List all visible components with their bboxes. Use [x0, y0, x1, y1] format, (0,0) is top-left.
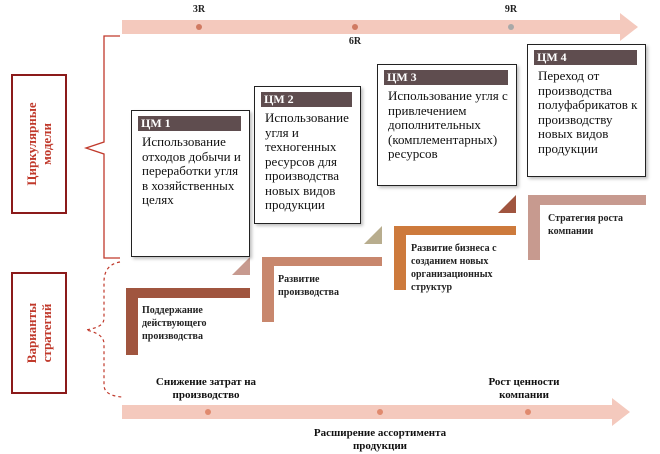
cm-2-box: ЦМ 2 Использование угля и техногенных ре… — [254, 86, 361, 224]
step-1-corner-triangle — [232, 257, 250, 275]
bottom-right-label: Рост ценности компании — [488, 376, 560, 401]
marker-6r-label: 6R — [348, 36, 362, 47]
cm-4-box: ЦМ 4 Переход от производства полуфабрика… — [527, 44, 646, 177]
cm-1-title: ЦМ 1 — [138, 116, 241, 131]
step-3-shape — [394, 226, 516, 290]
marker-6r-dot — [352, 24, 358, 30]
step-3-corner-triangle — [498, 195, 516, 213]
bottom-left-dot — [205, 409, 211, 415]
cm-4-text: Переход от производства полуфабрикатов к… — [538, 68, 638, 156]
top-progress-arrow — [122, 13, 638, 41]
marker-9r-dot — [508, 24, 514, 30]
bottom-axis-label: Расширение ассортимента продукции — [313, 427, 447, 452]
strategies-brace — [85, 261, 123, 398]
step-1-label: Поддержание действующего производства — [142, 305, 207, 342]
cm-2-title: ЦМ 2 — [261, 92, 352, 107]
cm-1-box: ЦМ 1 Использование отходов добычи и пере… — [131, 110, 250, 257]
bottom-right-dot — [525, 409, 531, 415]
bottom-progress-arrow — [122, 398, 630, 426]
circular-models-box: Циркулярные модели — [11, 74, 67, 214]
cm-4-title: ЦМ 4 — [534, 50, 637, 65]
marker-9r-label: 9R — [504, 4, 518, 15]
circular-models-label: Циркулярные модели — [24, 102, 54, 186]
step-2-shape — [262, 257, 382, 322]
circular-models-brace — [83, 35, 120, 259]
strategies-box: Варианты стратегий — [11, 272, 67, 394]
bottom-left-label: Снижение затрат на производство — [155, 376, 257, 401]
cm-3-title: ЦМ 3 — [384, 70, 508, 85]
marker-3r-label: 3R — [192, 4, 206, 15]
step-1-shape — [126, 288, 250, 355]
step-4-shape — [528, 195, 646, 260]
cm-2-text: Использование угля и техногенных ресурсо… — [265, 110, 349, 212]
cm-3-box: ЦМ 3 Использование угля с привлечением д… — [377, 64, 517, 186]
step-3-label: Развитие бизнеса с созданием новых орган… — [411, 243, 497, 293]
bottom-center-dot — [377, 409, 383, 415]
cm-3-text: Использование угля с привлечением дополн… — [388, 88, 508, 161]
step-2-label: Развитие производства — [278, 274, 339, 298]
strategies-label: Варианты стратегий — [24, 302, 54, 364]
cm-1-text: Использование отходов добычи и переработ… — [142, 134, 241, 207]
step-4-label: Стратегия роста компании — [548, 213, 624, 237]
step-2-corner-triangle — [364, 226, 382, 244]
marker-3r-dot — [196, 24, 202, 30]
